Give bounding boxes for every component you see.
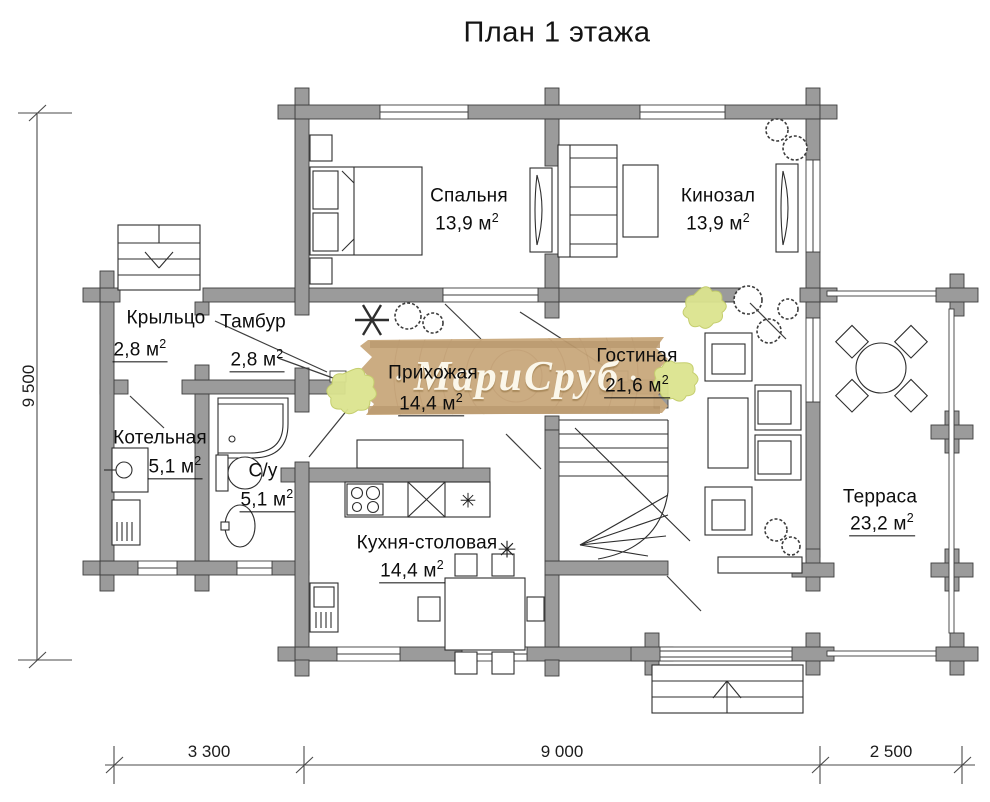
table-icon	[622, 164, 659, 238]
vent-star-icon: ✳	[459, 490, 477, 513]
entry-steps-icon	[117, 224, 804, 714]
fridge-icon	[309, 582, 339, 633]
page-title: План 1 этажа	[463, 16, 651, 49]
room-area-vestibule: 2,8 м2	[229, 347, 285, 373]
shower-icon	[217, 397, 289, 459]
dimension-left: 9 500	[19, 364, 38, 408]
sofa-icon	[557, 144, 618, 258]
sofa-icon	[754, 384, 802, 481]
dimension-lines	[18, 104, 975, 784]
nightstand-icon	[309, 134, 333, 162]
room-area-porch: 2,8 м2	[112, 337, 168, 363]
room-area-bedroom: 13,9 м2	[435, 211, 499, 235]
watermark-brand: МариСруб	[413, 354, 621, 400]
coffee-table-icon	[707, 397, 749, 469]
tv-stand-icon	[717, 556, 803, 574]
room-area-terrace: 23,2 м2	[849, 511, 915, 537]
armchair-icon	[704, 332, 753, 536]
bed-icon	[309, 166, 423, 256]
room-area-hallway: 14,4 м2	[398, 391, 464, 417]
room-area-boiler: 5,1 м2	[147, 454, 203, 480]
log-walls	[82, 87, 979, 677]
room-label-hallway: Прихожая	[388, 362, 478, 384]
washbasin-icon	[220, 504, 256, 548]
leaf-icon	[326, 286, 727, 415]
watermark-bullet: •	[630, 368, 639, 388]
terrace-table-icon	[834, 324, 929, 413]
furniture	[104, 118, 929, 675]
kitchen-counter-icon	[344, 481, 491, 518]
watermark-text: • МариСруб •	[386, 353, 649, 401]
watermark-bullet: •	[395, 368, 404, 388]
room-label-porch: Крыльцо	[126, 307, 206, 329]
room-area-kitchen: 14,4 м2	[379, 558, 445, 584]
plant-icon	[394, 118, 808, 556]
room-label-terrace: Терраса	[842, 486, 918, 508]
hall-cabinet-icon	[356, 439, 464, 469]
stairs-icon	[559, 419, 691, 560]
boiler-icon	[104, 447, 149, 546]
dimension-bottom-1: 3 300	[187, 742, 231, 761]
room-area-living: 21,6 м2	[604, 373, 670, 399]
room-area-bathroom: 5,1 м2	[239, 487, 295, 513]
room-label-boiler: Котельная	[113, 427, 207, 449]
room-label-bedroom: Спальня	[430, 185, 508, 207]
toilet-icon	[215, 454, 263, 492]
nightstand-icon	[309, 257, 333, 285]
room-label-vestibule: Тамбур	[220, 311, 286, 333]
door-panel-icon	[529, 163, 799, 253]
room-label-bathroom: С/у	[248, 460, 278, 482]
fan-icon	[355, 304, 389, 336]
room-area-cinema: 13,9 м2	[686, 211, 750, 235]
room-label-living: Гостиная	[596, 345, 678, 367]
vent-star-icon: ✳	[497, 536, 517, 563]
dimension-bottom-2: 9 000	[540, 742, 584, 761]
room-label-kitchen: Кухня-столовая	[356, 532, 498, 554]
dimension-bottom-3: 2 500	[869, 742, 913, 761]
watermark-banner	[326, 286, 727, 415]
dining-table-icon	[417, 553, 545, 675]
room-label-cinema: Кинозал	[680, 185, 756, 207]
